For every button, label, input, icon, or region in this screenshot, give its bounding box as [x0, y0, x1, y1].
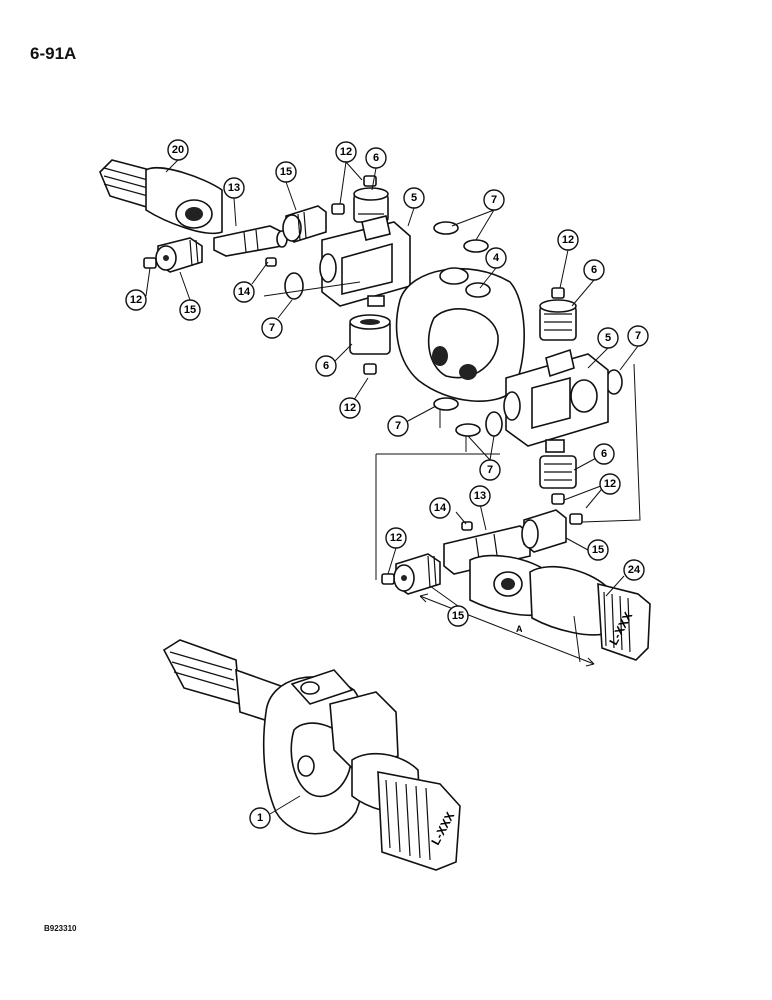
- bearing-cap-15-lower-right: [521, 509, 567, 553]
- svg-text:7: 7: [269, 322, 275, 334]
- yoke-5-right: [503, 348, 609, 453]
- svg-text:14: 14: [238, 286, 251, 298]
- callout-7-mid-left: 7: [387, 415, 409, 437]
- svg-text:7: 7: [487, 464, 493, 476]
- bearing-cap-15-lower-left: [393, 553, 441, 595]
- svg-text:13: 13: [474, 490, 486, 502]
- svg-text:12: 12: [562, 234, 574, 246]
- callout-5-right: 5: [597, 327, 619, 349]
- svg-text:12: 12: [130, 294, 142, 306]
- svg-text:6: 6: [373, 152, 379, 164]
- svg-text:15: 15: [184, 304, 196, 316]
- grease-fitting-12-upper: [331, 203, 345, 215]
- svg-text:15: 15: [452, 610, 464, 622]
- cross-13-upper: [213, 225, 288, 257]
- svg-text:7: 7: [491, 194, 497, 206]
- figure-code: B923310: [44, 924, 77, 933]
- svg-text:6: 6: [591, 264, 597, 276]
- bearing-cap-15-upper: [282, 205, 327, 243]
- callout-12-right-bottom: 12: [599, 473, 621, 495]
- svg-text:12: 12: [604, 478, 616, 490]
- callout-20: 20: [167, 139, 189, 161]
- callout-7-upper: 7: [483, 189, 505, 211]
- bearing-cup-6-c: [539, 287, 577, 341]
- grease-fitting-14-upper: [265, 257, 277, 267]
- dimension-label-a: A: [516, 624, 523, 634]
- svg-text:6: 6: [601, 448, 607, 460]
- callout-13-lower: 13: [469, 485, 491, 507]
- svg-text:7: 7: [395, 420, 401, 432]
- grease-fitting-12-lower-right: [569, 513, 583, 525]
- snap-rings-7: [284, 221, 623, 437]
- callout-15-lower-right: 15: [587, 539, 609, 561]
- svg-text:24: 24: [628, 564, 641, 576]
- callout-14-lower: 14: [429, 497, 451, 519]
- bearing-cap-15-left: [155, 237, 203, 273]
- svg-text:7: 7: [635, 330, 641, 342]
- callout-12-mid: 12: [339, 397, 361, 419]
- page-number: 6-91A: [30, 44, 77, 63]
- svg-text:12: 12: [344, 402, 356, 414]
- center-housing-4: [395, 267, 525, 402]
- svg-text:4: 4: [493, 252, 500, 264]
- svg-text:1: 1: [257, 812, 263, 824]
- callout-5-upper: 5: [403, 187, 425, 209]
- callout-6-right-bottom: 6: [593, 443, 615, 465]
- svg-text:12: 12: [340, 146, 352, 158]
- svg-text:5: 5: [411, 192, 417, 204]
- svg-text:15: 15: [280, 166, 292, 178]
- grease-fitting-14-lower: [461, 521, 473, 531]
- callout-7-left: 7: [261, 317, 283, 339]
- svg-text:14: 14: [434, 502, 447, 514]
- yoke-shaft-24: L-XXX: [469, 554, 651, 661]
- svg-text:12: 12: [390, 532, 402, 544]
- callout-1: 1: [249, 807, 271, 829]
- callout-4: 4: [485, 247, 507, 269]
- callout-7-right: 7: [627, 325, 649, 347]
- bearing-cup-6-a: [353, 175, 389, 223]
- callout-7-mid: 7: [479, 459, 501, 481]
- callout-14-upper: 14: [233, 281, 255, 303]
- callout-15-upper: 15: [275, 161, 297, 183]
- callout-12-upper: 12: [335, 141, 357, 163]
- callout-12-left: 12: [125, 289, 147, 311]
- bearing-cup-6-d: [539, 455, 577, 505]
- yoke-5-upper: [319, 215, 411, 307]
- svg-text:20: 20: [172, 144, 184, 156]
- callout-15-lower-left: 15: [447, 605, 469, 627]
- svg-text:13: 13: [228, 182, 240, 194]
- callout-13-upper: 13: [223, 177, 245, 199]
- assembled-joint-1: L-XXX: [162, 639, 461, 871]
- callout-12-lower-left: 12: [385, 527, 407, 549]
- callout-15-left: 15: [179, 299, 201, 321]
- grease-fitting-12-lower-left: [381, 573, 395, 585]
- svg-text:5: 5: [605, 332, 611, 344]
- dimension-a: A: [419, 593, 595, 667]
- grease-fitting-12-left: [143, 257, 157, 269]
- callout-24: 24: [623, 559, 645, 581]
- callout-6-upper: 6: [365, 147, 387, 169]
- svg-text:15: 15: [592, 544, 604, 556]
- callout-12-right-top: 12: [557, 229, 579, 251]
- callout-6-right-top: 6: [583, 259, 605, 281]
- yoke-shaft-20: [99, 159, 223, 234]
- callout-6-lower-left: 6: [315, 355, 337, 377]
- alignment-lines: [263, 281, 641, 580]
- svg-text:6: 6: [323, 360, 329, 372]
- bearing-cup-6-b: [349, 314, 391, 375]
